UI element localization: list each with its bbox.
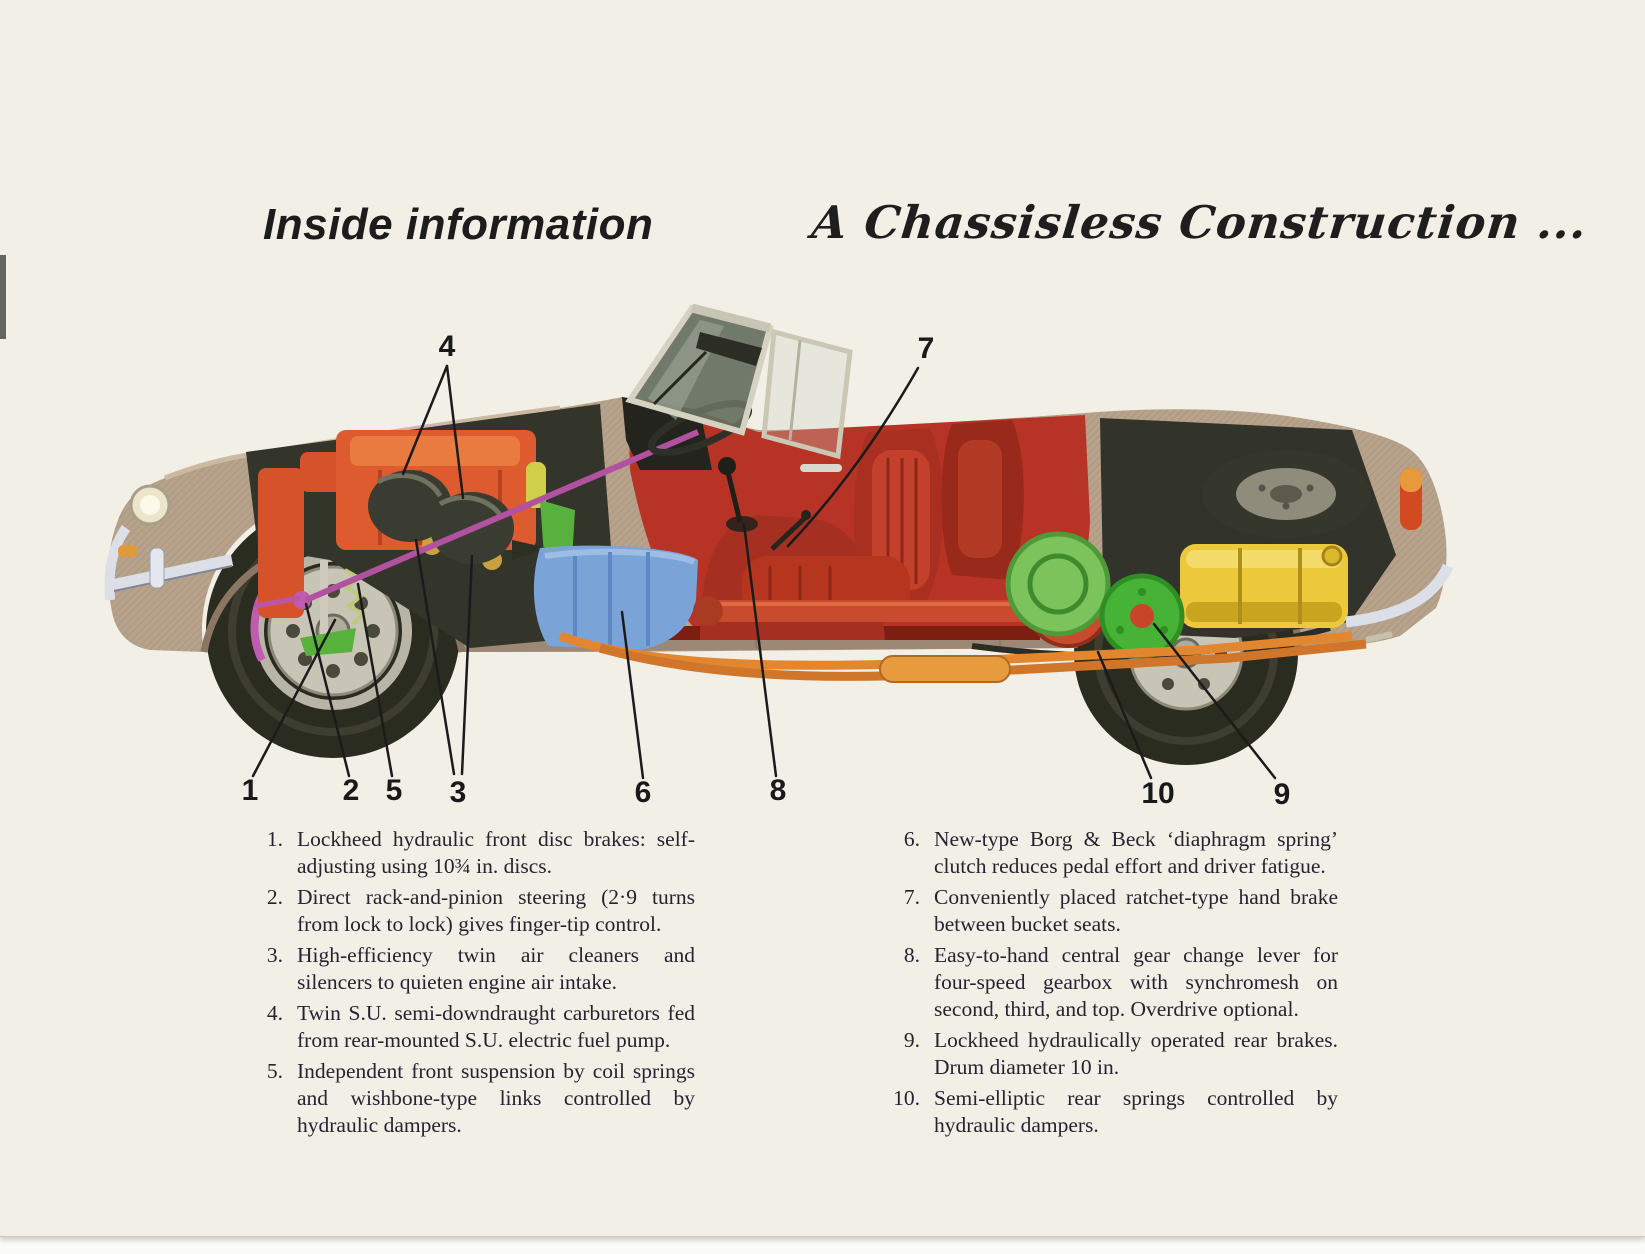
- gearbox: [533, 545, 698, 650]
- front-indicator: [118, 545, 138, 557]
- tailpipe: [1365, 631, 1393, 643]
- leader-8: [742, 522, 778, 778]
- tie-rod: [254, 595, 301, 609]
- leader-9: [1152, 622, 1277, 780]
- wiper: [652, 350, 708, 406]
- legend-item-number: 8.: [903, 943, 920, 967]
- vent-divider: [788, 339, 802, 441]
- steering-column: [304, 429, 700, 603]
- header-rail: [690, 303, 772, 333]
- legend-item: 10. Semi-elliptic rear springs controlle…: [880, 1085, 1338, 1139]
- muffler: [879, 655, 1011, 683]
- legend-item-number: 9.: [903, 1028, 920, 1052]
- legend-item-text: Semi-elliptic rear springs controlled by…: [934, 1086, 1338, 1137]
- callout-number-10: 10: [1141, 777, 1174, 810]
- front-bumper: [112, 554, 234, 591]
- legend-item: 3. High-efficiency twin air cleaners and…: [243, 942, 695, 996]
- fuel-filler: [1321, 545, 1343, 567]
- gear-knob: [718, 457, 736, 475]
- leader-3a: [414, 538, 456, 776]
- leader-4b: [445, 364, 465, 500]
- rear-trim: [1345, 468, 1454, 628]
- windshield-assembly: [625, 303, 853, 460]
- legend-item-text: Independent front suspension by coil spr…: [297, 1059, 695, 1137]
- legend-item-number: 5.: [266, 1059, 283, 1083]
- bumper-overrider: [149, 547, 165, 589]
- callout-number-4: 4: [439, 330, 456, 363]
- callout-number-6: 6: [635, 776, 652, 809]
- legend-item: 5. Independent front suspension by coil …: [243, 1058, 695, 1139]
- engine-bracket: [540, 500, 575, 560]
- legend-item: 7. Conveniently placed ratchet-type hand…: [880, 884, 1338, 938]
- lower-wishbone: [300, 628, 356, 656]
- legend-item: 2. Direct rack-and-pinion steering (2·9 …: [243, 884, 695, 938]
- callout-number-2: 2: [343, 774, 360, 807]
- callout-lines: [251, 364, 1277, 780]
- rocker-cover: [350, 436, 520, 466]
- leader-10: [1096, 650, 1153, 780]
- legend-item-text: Easy-to-hand central gear change lever f…: [934, 943, 1338, 1021]
- rear-bumper: [1345, 563, 1454, 628]
- leader-4a: [401, 364, 449, 476]
- legend-item-text: Twin S.U. semi-downdraught carburetors f…: [297, 1001, 695, 1052]
- leader-3b: [460, 554, 474, 776]
- legend-item: 1. Lockheed hydraulic front disc brakes:…: [243, 826, 695, 880]
- door-handle: [800, 464, 842, 472]
- legend-item-number: 4.: [266, 1001, 283, 1025]
- rear-brake-backplate: [1005, 531, 1111, 637]
- callout-number-3: 3: [450, 776, 467, 809]
- callout-numbers: 1 2 3 4 5 6 7 8 9 10: [242, 330, 1291, 811]
- exhaust-system: [558, 631, 1393, 683]
- leader-7: [786, 366, 920, 548]
- legend-item-number: 2.: [266, 885, 283, 909]
- legend-item-number: 6.: [903, 827, 920, 851]
- legend-column-right: 6. New-type Borg & Beck ‘diaphragm sprin…: [880, 826, 1338, 1143]
- legend-item: 9. Lockheed hydraulically operated rear …: [880, 1027, 1338, 1081]
- legend-item: 8. Easy-to-hand central gear change leve…: [880, 942, 1338, 1023]
- scan-edge-artifact: [0, 255, 6, 339]
- callout-number-8: 8: [770, 774, 787, 807]
- rear-compartment: [971, 418, 1396, 659]
- legend-item: 4. Twin S.U. semi-downdraught carburetor…: [243, 1000, 695, 1054]
- legend-item-number: 3.: [266, 943, 283, 967]
- gear-lever: [725, 471, 743, 523]
- legend-item-text: Lockheed hydraulically operated rear bra…: [934, 1028, 1338, 1079]
- page-title: Inside information: [263, 200, 654, 249]
- legend-item-text: New-type Borg & Beck ‘diaphragm spring’ …: [934, 827, 1338, 878]
- legend-item-text: Direct rack-and-pinion steering (2·9 tur…: [297, 885, 695, 936]
- legend-item-text: Conveniently placed ratchet-type hand br…: [934, 885, 1338, 936]
- leader-6: [620, 610, 645, 780]
- leader-2: [304, 602, 351, 778]
- leader-1: [251, 618, 337, 778]
- legend-item-text: High-efficiency twin air cleaners and si…: [297, 943, 695, 994]
- leader-5: [356, 582, 394, 778]
- callout-number-5: 5: [386, 774, 403, 807]
- handbrake-lever: [770, 515, 808, 551]
- intake-trumpet: [512, 540, 548, 560]
- legend-item-number: 7.: [903, 885, 920, 909]
- callout-number-1: 1: [242, 774, 259, 807]
- gear-lever-boot: [726, 516, 758, 532]
- callout-number-9: 9: [1274, 778, 1291, 811]
- callout-number-7: 7: [918, 332, 935, 365]
- legend-item: 6. New-type Borg & Beck ‘diaphragm sprin…: [880, 826, 1338, 880]
- legend-item-number: 10.: [893, 1086, 920, 1110]
- sun-visor: [696, 332, 762, 366]
- front-trim: [104, 484, 234, 601]
- legend-column-left: 1. Lockheed hydraulic front disc brakes:…: [243, 826, 695, 1143]
- legend-item-text: Lockheed hydraulic front disc brakes: se…: [297, 827, 695, 878]
- door-window-frame: [761, 328, 853, 460]
- legend-item-number: 1.: [266, 827, 283, 851]
- radiator: [258, 468, 304, 618]
- u-joint-front: [693, 596, 723, 626]
